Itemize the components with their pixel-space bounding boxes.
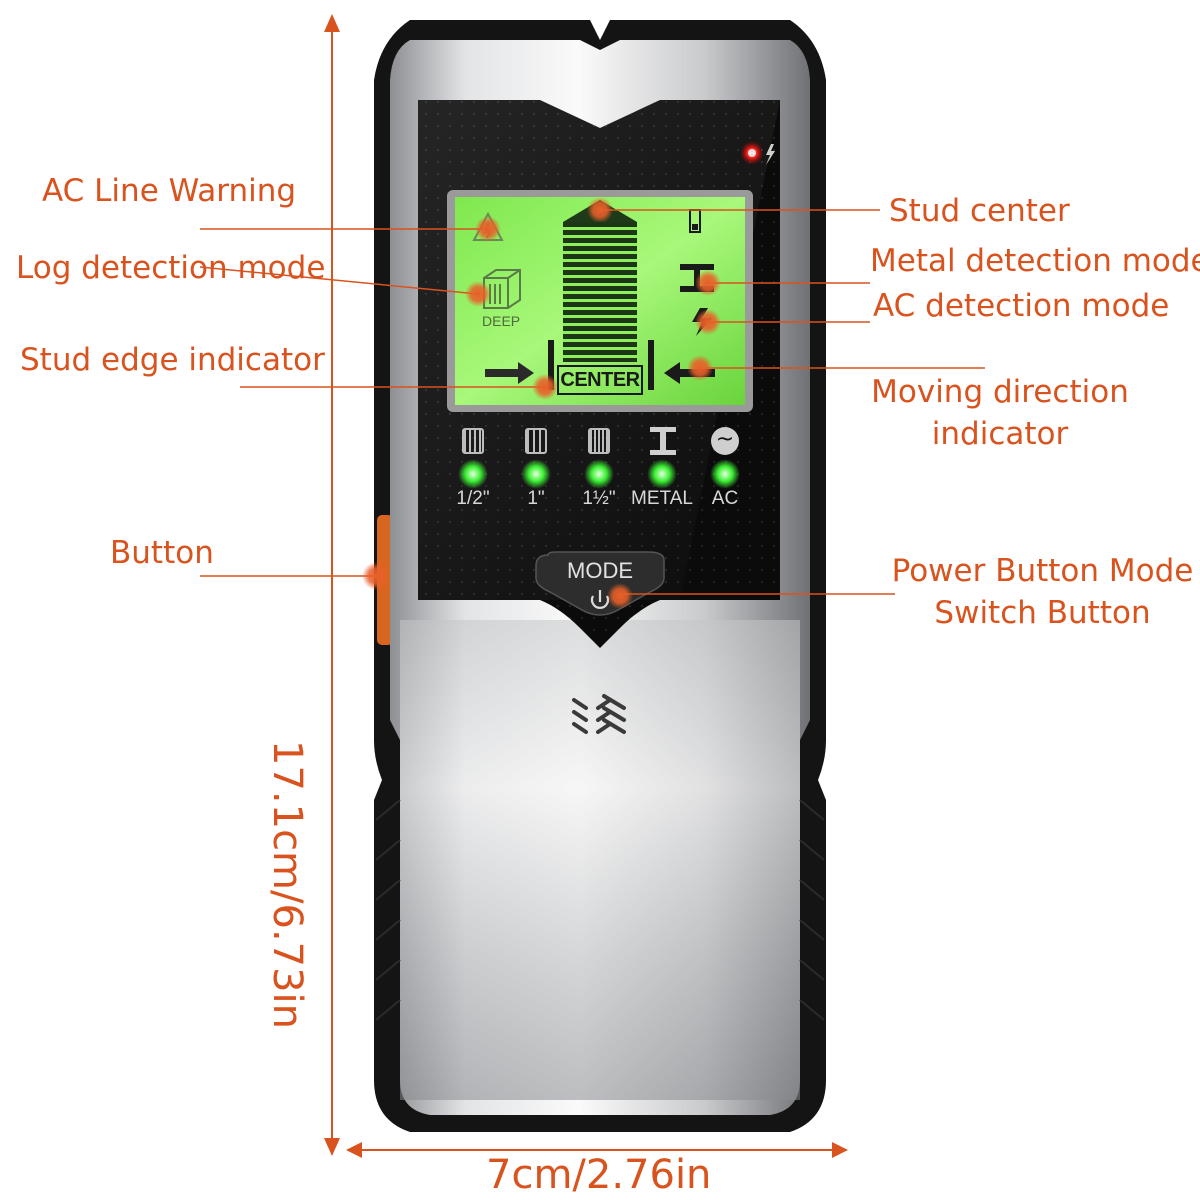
- callout-stud-center: Stud center: [889, 193, 1070, 229]
- callout-metal-detection-mode: Metal detection mode: [870, 243, 1200, 279]
- speaker-grille: [572, 694, 626, 734]
- indicator-label-metal: METAL: [631, 488, 693, 509]
- width-dimension-label: 7cm/2.76in: [486, 1152, 712, 1198]
- deep-wood-icon: [483, 269, 521, 309]
- left-arrow-indicator: [485, 362, 534, 384]
- callout-power-button-line2: Switch Button: [934, 594, 1151, 631]
- led-ac: [710, 459, 740, 489]
- led-metal: [647, 459, 677, 489]
- callout-button: Button: [110, 535, 214, 571]
- callout-ac-detection-mode: AC detection mode: [873, 288, 1170, 324]
- callout-power-button-line1: Power Button Mode: [891, 553, 1194, 589]
- callout-lines: [199, 209, 985, 595]
- wood-block-thin-icon: [462, 428, 484, 454]
- callout-power-button: Power Button Mode Switch Button: [885, 551, 1200, 635]
- lightning-icon: [766, 144, 775, 165]
- stud-finder-device: [374, 20, 826, 1132]
- grip-ridges: [375, 799, 825, 1021]
- height-dimension-arrow: [324, 14, 340, 1156]
- led-one-inch: [521, 459, 551, 489]
- callout-moving-direction: Moving direction indicator: [860, 372, 1140, 456]
- indicator-label-one-half-inch: 1½": [582, 488, 616, 509]
- indicator-label-half-inch: 1/2": [456, 488, 490, 509]
- center-label: CENTER: [560, 369, 640, 391]
- wood-block-medium-icon: [525, 428, 547, 454]
- wood-block-thick-icon: [588, 428, 610, 454]
- indicator-label-ac: AC: [711, 488, 739, 509]
- callout-ac-line-warning: AC Line Warning: [42, 173, 297, 209]
- callout-dots: [362, 197, 721, 609]
- width-dimension-arrow: [346, 1142, 848, 1158]
- deep-label: DEEP: [482, 313, 521, 329]
- callout-moving-direction-line2: indicator: [931, 415, 1069, 452]
- mode-button-label: MODE: [567, 558, 633, 583]
- height-dimension-label: 17.1cm/6.73in: [264, 740, 310, 1030]
- callout-moving-direction-line1: Moving direction: [871, 374, 1129, 410]
- indicator-label-one-inch: 1": [527, 488, 545, 509]
- led-half-inch: [458, 459, 488, 489]
- led-one-half-inch: [584, 459, 614, 489]
- i-beam-icon: [650, 427, 676, 455]
- callout-stud-edge-indicator: Stud edge indicator: [20, 342, 325, 378]
- lcd-bar-stack: [563, 222, 637, 362]
- ac-wave-icon: ~: [711, 427, 739, 455]
- callout-log-detection-mode: Log detection mode: [16, 250, 326, 286]
